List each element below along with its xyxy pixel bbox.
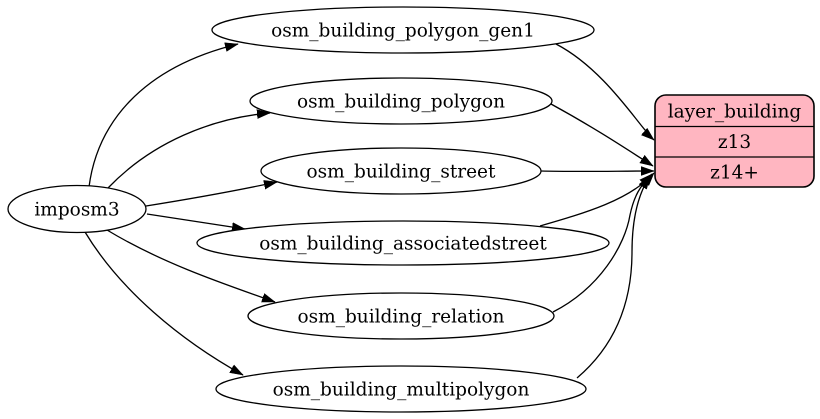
node-label: osm_building_associatedstreet [259, 234, 547, 255]
edge-osm-building-polygon-to-z14 [550, 103, 653, 167]
node-ellipse [249, 77, 553, 125]
edge-imposm3-to-osm-building-polygon [107, 113, 270, 189]
node-ellipse [247, 292, 555, 340]
layer-building-row-z13: z13 [718, 132, 751, 153]
layer-building-box [654, 94, 815, 188]
layer-building-title: layer_building [668, 102, 802, 123]
edge-imposm3-to-osm-building-multipolygon [84, 231, 243, 376]
edge-osm-building-polygon-gen1-to-z13 [555, 43, 654, 140]
node-layer-building: layer_building z13 z14+ [654, 94, 815, 188]
node-label: osm_building_polygon [297, 92, 505, 113]
edge-imposm3-to-osm-building-polygon-gen1 [88, 44, 238, 188]
node-imposm3-ellipse [7, 184, 147, 234]
node-ellipse [260, 147, 542, 195]
edge-osm-building-associatedstreet-to-z14 [539, 173, 654, 227]
node-osm-building-multipolygon: osm_building_multipolygon [215, 365, 587, 413]
node-osm-building-associatedstreet: osm_building_associatedstreet [196, 220, 610, 266]
edge-imposm3-to-osm-building-relation [106, 229, 275, 303]
edge-imposm3-to-osm-building-associatedstreet [146, 213, 245, 229]
node-imposm3-label: imposm3 [34, 200, 119, 221]
node-label: osm_building_multipolygon [273, 380, 530, 401]
node-ellipse [196, 220, 610, 266]
node-ellipse [215, 365, 587, 413]
node-ellipse [211, 6, 595, 54]
node-label: osm_building_polygon_gen1 [271, 21, 535, 42]
edge-osm-building-multipolygon-to-z14 [576, 176, 651, 379]
node-imposm3: imposm3 [7, 184, 147, 234]
node-label: osm_building_street [307, 162, 496, 183]
layer-building-row-z14: z14+ [710, 163, 759, 184]
edge-imposm3-to-osm-building-street [145, 182, 277, 207]
node-osm-building-relation: osm_building_relation [247, 292, 555, 340]
node-osm-building-polygon: osm_building_polygon [249, 77, 553, 125]
node-label: osm_building_relation [298, 307, 505, 328]
node-osm-building-street: osm_building_street [260, 147, 542, 195]
node-osm-building-polygon-gen1: osm_building_polygon_gen1 [211, 6, 595, 54]
